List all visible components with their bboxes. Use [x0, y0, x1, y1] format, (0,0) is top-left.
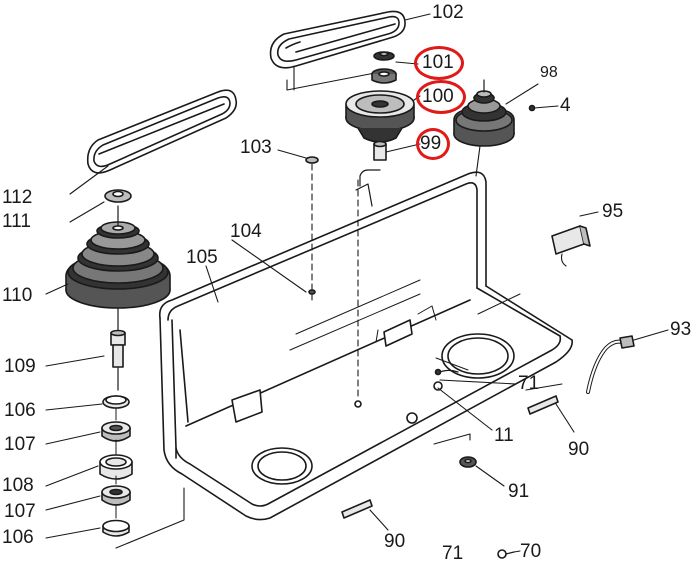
label-104: 104: [230, 221, 262, 242]
label-107-a: 107: [4, 434, 36, 455]
label-90-b: 90: [384, 531, 406, 552]
label-108: 108: [2, 475, 34, 496]
screw-103: [305, 156, 319, 301]
highlight-circle-101: [414, 46, 464, 80]
label-11: 11: [494, 425, 514, 446]
washer-91: [459, 456, 477, 468]
switch-95: [551, 225, 591, 267]
highlight-circle-100: [416, 80, 466, 114]
label-93: 93: [670, 319, 692, 340]
label-100: 100: [422, 86, 454, 107]
label-112: 112: [2, 187, 33, 208]
label-99: 99: [420, 133, 442, 154]
strip-90b: [341, 499, 373, 519]
nut-washer-101: [371, 51, 397, 84]
label-102: 102: [432, 2, 464, 23]
motor-shaft-109: [110, 307, 126, 391]
bearing-stack: [99, 395, 133, 537]
label-107-b: 107: [4, 501, 36, 522]
label-70: 70: [520, 541, 542, 562]
label-95: 95: [602, 201, 624, 222]
label-111: 111: [2, 211, 31, 232]
label-106-a: 106: [4, 400, 36, 421]
label-71-a: 71: [518, 373, 540, 394]
belt-102: [269, 10, 406, 91]
label-90-a: 90: [568, 439, 590, 460]
label-101: 101: [422, 52, 454, 73]
spindle-pulley-98: [453, 79, 515, 177]
label-4: 4: [560, 95, 571, 116]
clip-11: [434, 368, 459, 376]
label-109: 109: [4, 356, 36, 377]
label-106-b: 106: [2, 527, 34, 548]
strip-90a: [527, 395, 559, 415]
washer-111: [104, 189, 132, 203]
label-91: 91: [508, 481, 530, 502]
belt-cover-105: [158, 169, 573, 521]
bushing-99: [373, 140, 387, 161]
label-105: 105: [186, 247, 218, 268]
cord-93: [586, 335, 635, 394]
motor-pulley-110: [65, 205, 171, 309]
screw-70: [497, 549, 515, 559]
label-103: 103: [240, 137, 272, 158]
label-71-b: 71: [442, 543, 464, 564]
label-110: 110: [2, 285, 33, 306]
label-98: 98: [540, 64, 558, 81]
belt-112: [86, 89, 238, 174]
pulley-100: [345, 90, 415, 143]
highlight-circle-99: [416, 128, 450, 160]
